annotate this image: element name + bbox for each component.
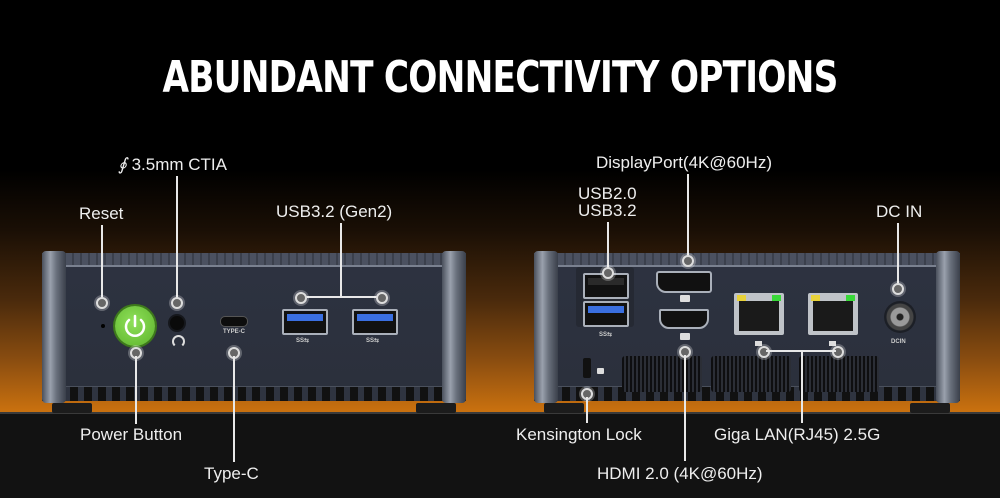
power-icon (124, 314, 146, 337)
lan-port-2[interactable] (808, 293, 858, 335)
hdmi-label: HDMI 2.0 (4K@60Hz) (597, 464, 763, 483)
displayport-port[interactable] (656, 271, 712, 293)
front-panel-device: TYPE-C SS⇆ SS⇆ (42, 251, 466, 413)
link-led (772, 295, 781, 301)
right-pillar (442, 251, 466, 403)
foot (910, 403, 950, 413)
usb-type-c-port[interactable] (220, 316, 248, 327)
lan-label: Giga LAN(RJ45) 2.5G (714, 425, 881, 444)
headset-icon (172, 335, 185, 348)
foot (544, 403, 584, 413)
type-c-print: TYPE-C (223, 329, 246, 335)
audio-label: ∮ 3.5mm CTIA (118, 156, 227, 174)
usb32-port-2[interactable] (352, 309, 398, 335)
power-button-label: Power Button (80, 425, 183, 444)
right-pillar (936, 251, 960, 403)
audio-label-text: 3.5mm CTIA (131, 155, 227, 174)
type-c-label: Type-C (204, 464, 259, 483)
floor (0, 412, 1000, 498)
usb-logo: SS⇆ (599, 332, 613, 338)
usb32-port-1[interactable] (282, 309, 328, 335)
network-icon (755, 341, 762, 346)
lan-port-1[interactable] (734, 293, 784, 335)
side-vent (711, 356, 791, 392)
power-button[interactable] (115, 306, 155, 346)
usb-tongue (588, 278, 624, 285)
dcin-print: DCIN (891, 339, 906, 345)
usb32-leader (340, 223, 342, 297)
reset-label: Reset (79, 204, 124, 223)
usb32-rear-label: USB3.2 (578, 201, 637, 220)
usb-rear-callout-dot (602, 267, 614, 279)
foot (52, 403, 92, 413)
hdmi-icon (680, 333, 690, 340)
kensington-slot[interactable] (583, 358, 591, 378)
usb32-bracket (302, 296, 382, 298)
hdmi-leader (684, 355, 686, 461)
top-vent-band (534, 253, 960, 267)
usb32-port-rear[interactable] (583, 301, 629, 327)
usb20-label: USB2.0 (578, 184, 637, 203)
usb-tongue (357, 314, 393, 321)
side-vent (799, 356, 879, 392)
side-vent (622, 356, 702, 392)
usb-rear-leader (607, 222, 609, 270)
link-led (846, 295, 855, 301)
lan-socket (813, 301, 853, 331)
lock-icon (597, 368, 604, 374)
usb-logo: SS⇆ (366, 338, 380, 344)
dc-in-callout-dot (892, 283, 904, 295)
foot (416, 403, 456, 413)
reset-leader (101, 225, 103, 298)
usb-tongue (588, 306, 624, 313)
audio-jack-symbol-icon: ∮ (118, 155, 127, 174)
lan-socket (739, 301, 779, 331)
activity-led (811, 295, 820, 301)
usb-tongue (287, 314, 323, 321)
typec-leader (233, 356, 235, 462)
dc-in-label: DC IN (876, 202, 923, 221)
kensington-leader (586, 397, 588, 423)
left-pillar (42, 251, 66, 403)
displayport-leader (687, 174, 689, 258)
usb32-gen2-label: USB3.2 (Gen2) (276, 202, 393, 221)
reset-callout-dot (96, 297, 108, 309)
audio-jack[interactable] (170, 316, 184, 330)
activity-led (737, 295, 746, 301)
power-leader (135, 356, 137, 424)
displayport-label: DisplayPort(4K@60Hz) (596, 153, 772, 172)
top-vent-band (42, 253, 466, 267)
displayport-icon (680, 295, 690, 302)
lan-leader (801, 351, 803, 423)
left-pillar (534, 251, 558, 403)
lan-callout-dot (832, 346, 844, 358)
page-title: ABUNDANT CONNECTIVITY OPTIONS (162, 52, 838, 103)
usb32-callout-dot (295, 292, 307, 304)
usb-logo: SS⇆ (296, 338, 310, 344)
dc-in-jack[interactable] (884, 301, 916, 333)
audio-callout-dot (171, 297, 183, 309)
audio-leader (176, 176, 178, 298)
usb32-callout-dot (376, 292, 388, 304)
bottom-vent-band (42, 386, 466, 401)
lan-callout-dot (758, 346, 770, 358)
displayport-callout-dot (682, 255, 694, 267)
hdmi-port[interactable] (659, 309, 709, 329)
dc-in-leader (897, 223, 899, 286)
kensington-lock-label: Kensington Lock (516, 425, 642, 444)
network-icon (829, 341, 836, 346)
reset-pinhole[interactable] (101, 324, 105, 328)
